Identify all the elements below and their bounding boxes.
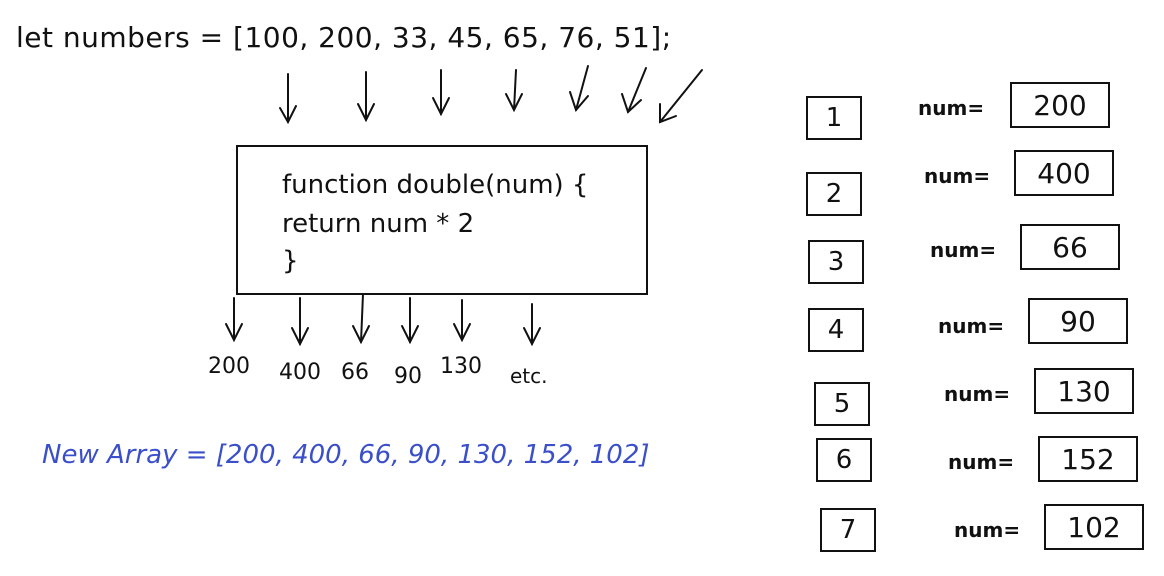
numbers-declaration: let numbers = [100, 200, 33, 45, 65, 76,… [16, 21, 672, 54]
step-index-box: 6 [816, 438, 872, 482]
step-value-box: 66 [1020, 224, 1120, 270]
step-index-box: 2 [806, 172, 862, 216]
output-arrow-4 [401, 297, 419, 345]
num-label: num= [948, 450, 1015, 474]
output-etc: etc. [510, 364, 548, 388]
output-value: 130 [440, 354, 482, 379]
input-arrow-6 [621, 67, 647, 114]
output-value: 90 [394, 364, 422, 389]
output-arrow-3 [352, 293, 370, 345]
input-arrow-7 [659, 69, 703, 124]
num-label: num= [938, 314, 1005, 338]
new-array-result: New Array = [200, 400, 66, 90, 130, 152,… [42, 440, 650, 470]
step-value-box: 400 [1014, 150, 1114, 196]
function-body: return num * 2 [282, 209, 475, 239]
output-arrow-5 [453, 299, 471, 343]
output-value: 200 [208, 354, 250, 379]
function-close: } [282, 246, 299, 276]
num-label: num= [918, 96, 985, 120]
function-signature: function double(num) { [282, 170, 589, 200]
step-value-box: 90 [1028, 298, 1128, 344]
num-label: num= [924, 164, 991, 188]
input-arrows [279, 65, 703, 125]
step-index-box: 3 [808, 240, 864, 284]
output-arrow-6 [523, 303, 541, 347]
step-index-box: 5 [814, 382, 870, 426]
input-arrow-3 [432, 69, 450, 117]
function-box [236, 145, 648, 295]
step-index-box: 4 [808, 308, 864, 352]
output-arrow-2 [291, 297, 309, 347]
input-arrow-2 [357, 71, 375, 123]
step-index-box: 1 [806, 96, 862, 140]
input-arrow-1 [279, 73, 297, 125]
input-arrow-4 [505, 69, 523, 113]
output-arrow-1 [225, 297, 243, 343]
num-label: num= [954, 518, 1021, 542]
step-value-box: 200 [1010, 82, 1110, 128]
step-index-box: 7 [820, 508, 876, 552]
step-value-box: 130 [1034, 368, 1134, 414]
output-value: 400 [279, 360, 321, 385]
num-label: num= [930, 238, 997, 262]
input-arrow-5 [569, 65, 589, 112]
output-arrows [225, 293, 541, 347]
output-value: 66 [341, 360, 369, 385]
num-label: num= [944, 382, 1011, 406]
step-value-box: 102 [1044, 504, 1144, 550]
step-value-box: 152 [1038, 436, 1138, 482]
